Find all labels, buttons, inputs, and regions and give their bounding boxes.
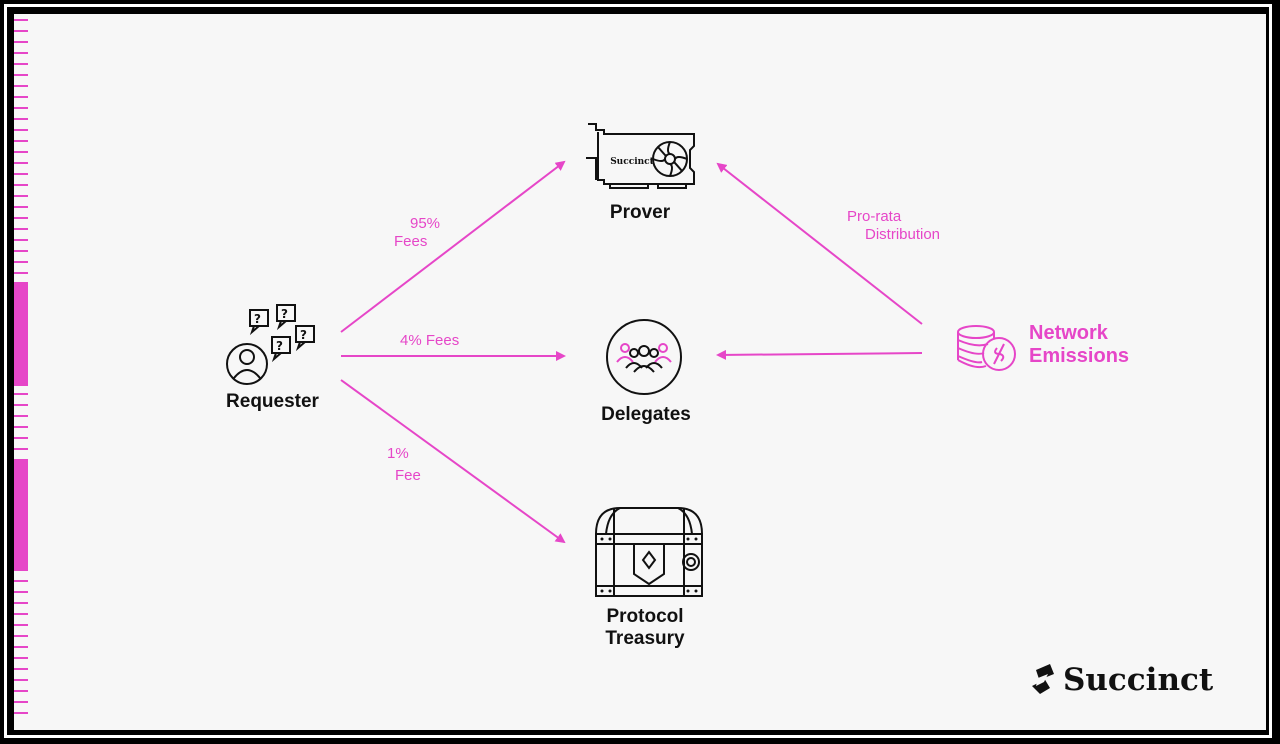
group-people-icon	[606, 319, 682, 395]
diagram-canvas: Succinct ? ? ? ?	[14, 14, 1266, 730]
left-edge-ticks	[14, 19, 28, 714]
treasury-label: Protocol Treasury	[585, 606, 705, 650]
flow-arrows: Succinct ? ? ? ?	[226, 123, 1054, 694]
svg-text:?: ?	[254, 312, 261, 326]
treasury-label-line2: Treasury	[605, 628, 685, 649]
flow-label-emissions-line2: Distribution	[865, 226, 941, 243]
edge-bar	[14, 282, 28, 386]
prover-label: Prover	[609, 202, 671, 223]
gpu-card-icon: Succinct	[586, 123, 695, 189]
succinct-logo-icon	[1032, 664, 1054, 694]
treasure-chest-icon	[594, 507, 704, 597]
network-emissions-label: Network Emissions	[1029, 322, 1129, 368]
flow-label-emissions: Pro-rata Distribution	[847, 208, 940, 244]
svg-text:?: ?	[300, 328, 307, 342]
edge-bar	[14, 460, 28, 570]
svg-text:?: ?	[281, 307, 288, 321]
delegates-label: Delegates	[601, 404, 691, 425]
arrow-requester-to-treasury	[340, 379, 566, 544]
flow-label-treasury-fee: Fee	[395, 467, 421, 484]
flow-label-delegates: 4% Fees	[400, 332, 460, 349]
flow-label-treasury: 1% Fee	[387, 445, 421, 485]
user-questions-icon: ? ? ? ?	[226, 304, 315, 385]
succinct-brand-name: Succinct	[1063, 662, 1214, 698]
arrow-requester-to-prover	[340, 160, 566, 333]
arrow-emissions-to-delegates	[716, 349, 923, 360]
arrow-emissions-to-prover	[716, 162, 923, 325]
gpu-card-text: Succinct	[610, 157, 654, 167]
coin-stack-icon	[957, 325, 1016, 371]
network-emissions-line2: Emissions	[1029, 345, 1130, 367]
svg-text:?: ?	[276, 339, 283, 353]
requester-label: Requester	[226, 391, 319, 412]
flow-label-prover-percent: 95%	[410, 215, 441, 232]
treasury-label-line1: Protocol	[606, 606, 684, 627]
outer-frame	[4, 4, 1272, 738]
network-emissions-line1: Network	[1029, 322, 1108, 344]
flow-label-prover-fees: Fees	[394, 233, 428, 250]
flow-label-emissions-line1: Pro-rata	[847, 208, 902, 225]
flow-label-prover: 95% Fees	[394, 215, 440, 251]
flow-label-treasury-percent: 1%	[387, 445, 409, 462]
